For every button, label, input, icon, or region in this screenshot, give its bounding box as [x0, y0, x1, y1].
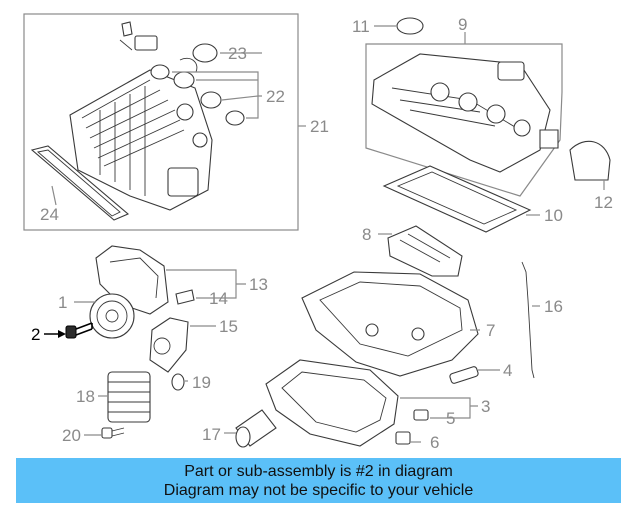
banner-line-1: Part or sub-assembly is #2 in diagram	[184, 462, 453, 480]
callout-numbers: 1 2 3 4 5 6 7 8 9 10 11 12 13 14 15 16 1…	[31, 15, 613, 452]
callout-3[interactable]: 3	[481, 397, 490, 416]
leader-lines	[44, 25, 605, 443]
callout-18[interactable]: 18	[76, 387, 95, 406]
oil-pan-upper[interactable]	[301, 271, 479, 377]
callout-12[interactable]: 12	[594, 193, 613, 212]
timing-cover-piece[interactable]	[569, 140, 611, 181]
callout-24[interactable]: 24	[40, 205, 59, 224]
sensor-top[interactable]	[121, 21, 158, 51]
o-rings[interactable]	[150, 43, 245, 126]
callout-14[interactable]: 14	[209, 289, 228, 308]
cooler-o-ring[interactable]	[171, 373, 185, 391]
oil-pan-lower[interactable]	[265, 359, 399, 447]
callout-13[interactable]: 13	[249, 275, 268, 294]
callout-19[interactable]: 19	[192, 373, 211, 392]
intake-gasket[interactable]	[30, 145, 130, 221]
parts-diagram: 1 2 3 4 5 6 7 8 9 10 11 12 13 14 15 16 1…	[23, 13, 613, 452]
callout-22[interactable]: 22	[266, 87, 285, 106]
oil-pump[interactable]	[149, 317, 189, 373]
cooler-bolt[interactable]	[101, 427, 125, 439]
valve-cover[interactable]	[371, 53, 559, 173]
callout-21[interactable]: 21	[310, 117, 329, 136]
callout-16[interactable]: 16	[544, 297, 563, 316]
callout-17[interactable]: 17	[202, 425, 221, 444]
seal[interactable]	[175, 289, 195, 305]
callout-1[interactable]: 1	[58, 293, 67, 312]
callout-9[interactable]: 9	[458, 15, 467, 34]
info-banner: Part or sub-assembly is #2 in diagram Di…	[16, 458, 621, 503]
valve-cover-gasket[interactable]	[382, 165, 532, 233]
crankshaft-pulley[interactable]	[89, 293, 135, 339]
callout-10[interactable]: 10	[544, 206, 563, 225]
drain-plug[interactable]	[395, 409, 429, 445]
callout-11[interactable]: 11	[352, 17, 370, 36]
callout-6[interactable]: 6	[430, 433, 439, 452]
callout-4[interactable]: 4	[503, 361, 512, 380]
callout-8[interactable]: 8	[362, 225, 371, 244]
callout-7[interactable]: 7	[486, 321, 495, 340]
oil-filler-cap[interactable]	[396, 17, 424, 35]
intake-manifold[interactable]	[69, 39, 213, 211]
callout-23[interactable]: 23	[228, 44, 247, 63]
callout-20[interactable]: 20	[62, 426, 81, 445]
banner-line-2: Diagram may not be specific to your vehi…	[163, 481, 474, 499]
callout-15[interactable]: 15	[219, 317, 238, 336]
callout-2[interactable]: 2	[31, 325, 40, 344]
intake-runner[interactable]	[387, 225, 463, 277]
intake-group-box	[23, 13, 299, 231]
valve-cover-group-box	[365, 43, 563, 197]
oil-level-sensor[interactable]	[449, 366, 479, 384]
oil-filter[interactable]	[235, 409, 277, 448]
dipstick[interactable]	[521, 261, 535, 379]
callout-5[interactable]: 5	[446, 409, 455, 428]
pulley-bolt[interactable]	[65, 322, 93, 339]
oil-cooler[interactable]	[107, 371, 151, 423]
